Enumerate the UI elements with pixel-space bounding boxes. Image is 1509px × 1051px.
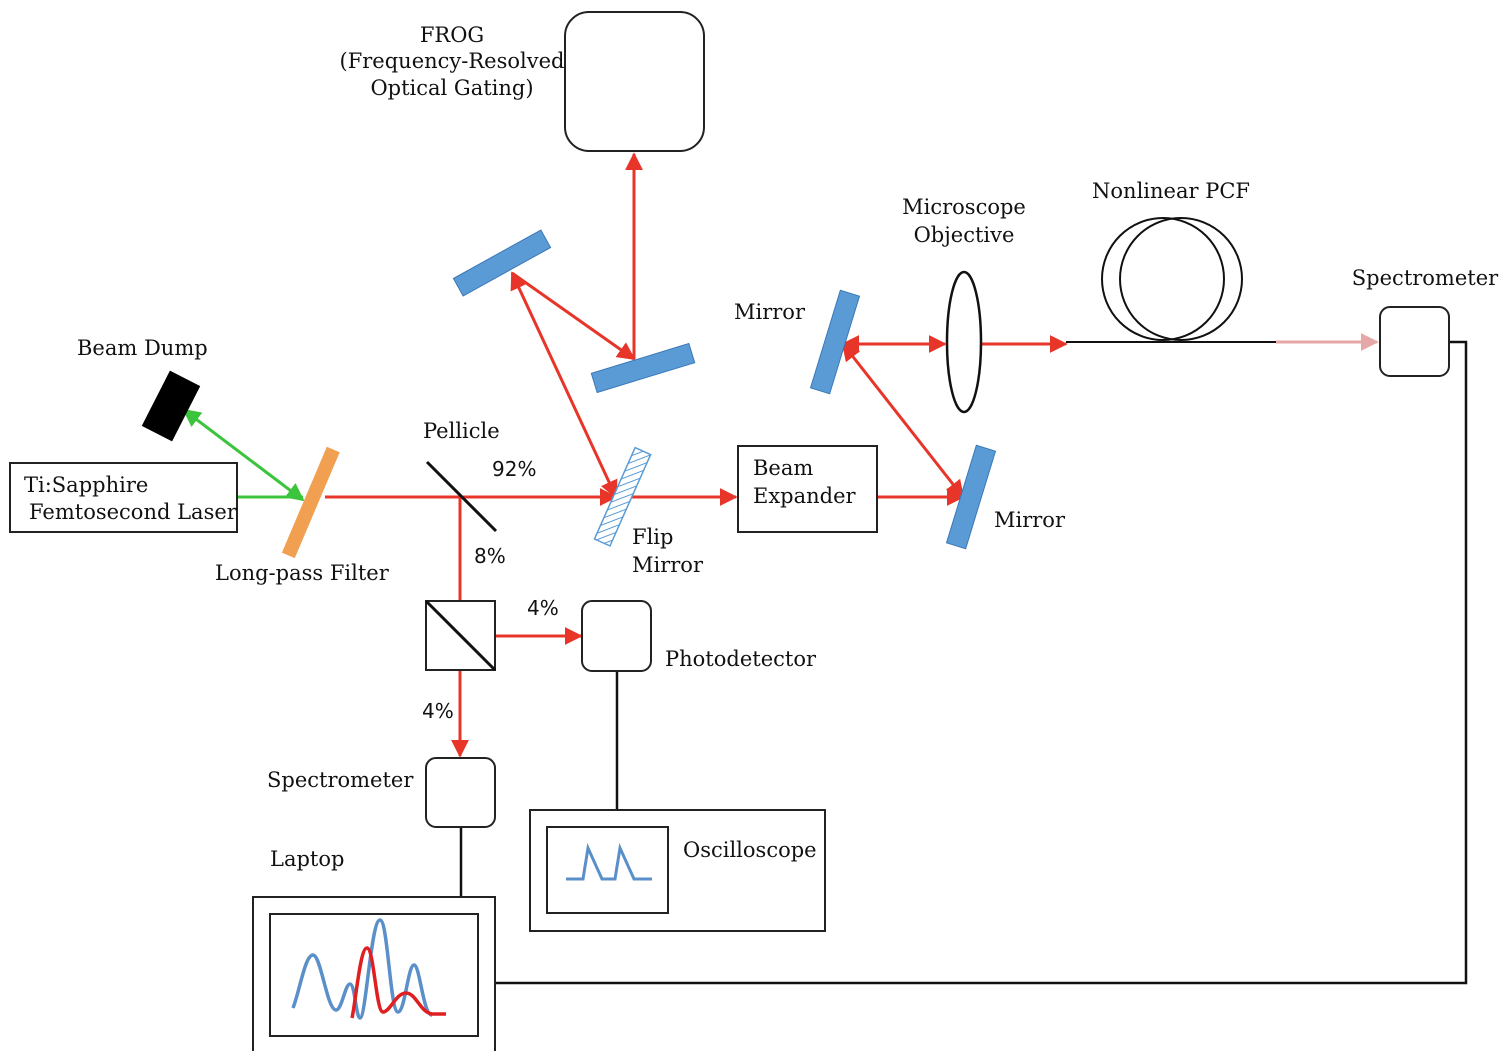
beam-dump	[141, 370, 201, 442]
long-pass-filter-label: Long-pass Filter	[215, 561, 390, 585]
mirror-upper	[809, 289, 861, 395]
long-pass-filter	[281, 446, 340, 559]
frog-label-line3: Optical Gating)	[370, 76, 533, 100]
spectrometer-right-box	[1379, 306, 1450, 377]
nonlinear-pcf-coil	[1101, 217, 1243, 341]
oscilloscope	[529, 809, 826, 932]
flip-mirror-label-line2: Mirror	[632, 553, 704, 577]
photodetector-box	[581, 600, 652, 672]
spectrometer-right-label: Spectrometer	[1352, 266, 1499, 290]
laser-label-line2: Femtosecond Laser	[29, 500, 238, 524]
mirror-lower-label: Mirror	[994, 508, 1066, 532]
flip-mirror	[593, 446, 652, 547]
beam-flipmirror-to-frog-mirror1	[510, 271, 618, 499]
frog-label-line1: FROG	[420, 23, 484, 47]
flip-mirror-label-line1: Flip	[632, 525, 673, 549]
microscope-objective-lens	[945, 270, 983, 414]
percent-reflected: 8%	[474, 544, 506, 568]
laptop	[252, 896, 496, 1051]
mirror-upper-label: Mirror	[734, 300, 806, 324]
laptop-trace-blue	[291, 918, 433, 1020]
beam-dump-label: Beam Dump	[77, 336, 208, 360]
microscope-label-line1: Microscope	[902, 195, 1026, 219]
beam-filter-to-dump	[182, 408, 305, 502]
laser-label-line1: Ti:Sapphire	[24, 473, 148, 497]
beam-frog-mirror1-to-mirror2	[511, 271, 636, 361]
oscilloscope-label: Oscilloscope	[683, 838, 817, 862]
oscilloscope-trace	[566, 842, 652, 881]
spectrometer-bottom-box	[425, 757, 496, 828]
beam-expander-box	[737, 445, 878, 533]
laptop-trace-red	[350, 946, 446, 1019]
photodetector-label: Photodetector	[665, 647, 817, 671]
frog-mirror-lower	[590, 342, 696, 394]
beam-expander-label-line1: Beam	[753, 456, 813, 480]
mirror-lower	[945, 444, 997, 550]
frog-mirror-upper	[452, 229, 552, 297]
percent-to-photodetector: 4%	[527, 596, 559, 620]
frog-box	[564, 11, 705, 152]
wire-spectrometer-right-laptop	[496, 340, 1468, 985]
oscilloscope-screen	[546, 826, 669, 914]
beam-splitter-cube	[424, 599, 497, 672]
spectrometer-bottom-label: Spectrometer	[267, 768, 414, 792]
pellicle-label: Pellicle	[423, 419, 500, 443]
frog-label-line2: (Frequency-Resolved	[340, 49, 565, 73]
pellicle	[425, 460, 498, 533]
laser-beam-paths	[237, 152, 1068, 758]
laser-box	[9, 462, 238, 533]
signal-wires	[459, 340, 1468, 985]
nonlinear-pcf-label: Nonlinear PCF	[1092, 179, 1250, 203]
percent-to-spectrometer: 4%	[422, 699, 454, 723]
laptop-label: Laptop	[270, 847, 344, 871]
beam-mirror-to-mirror	[841, 342, 965, 499]
percent-transmitted: 92%	[492, 457, 536, 481]
beam-expander-label-line2: Expander	[753, 484, 857, 508]
microscope-label-line2: Objective	[914, 223, 1015, 247]
